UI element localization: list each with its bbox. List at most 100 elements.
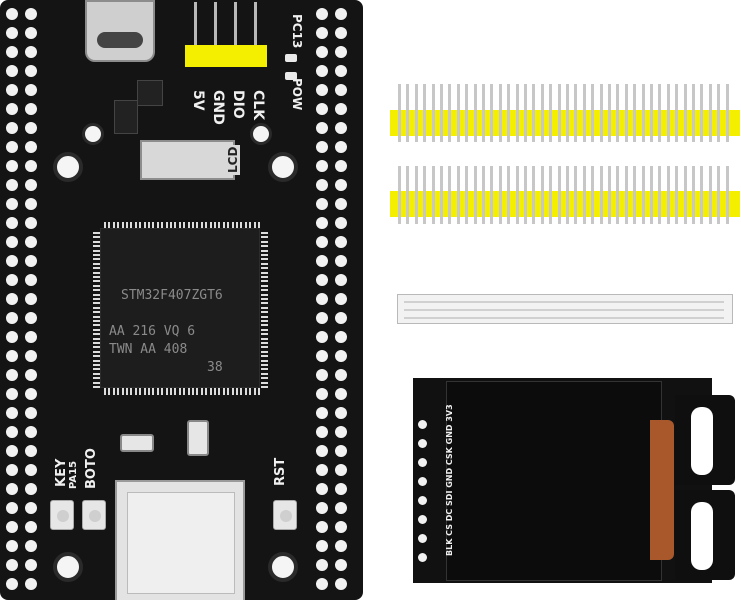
header-hole (316, 103, 328, 115)
header-hole (25, 84, 37, 96)
boot0-button[interactable] (82, 500, 106, 530)
chip-pin (143, 222, 146, 229)
lcd-pin-hole (418, 534, 427, 543)
chip-pin (261, 232, 268, 234)
chip-pin (121, 222, 124, 229)
header-hole (25, 255, 37, 267)
reset-button[interactable] (273, 500, 297, 530)
header-pin (549, 84, 553, 142)
chip-pin (156, 222, 159, 229)
header-pin (507, 84, 511, 142)
header-pin (591, 166, 595, 224)
chip-pin (104, 388, 106, 395)
header-pin (624, 166, 628, 224)
header-hole (335, 27, 347, 39)
header-pin (650, 84, 653, 142)
chip-pin (93, 254, 100, 256)
chip-pin (261, 262, 268, 265)
header-hole (6, 27, 18, 39)
chip-pin (93, 302, 100, 305)
chip-pin (214, 388, 216, 395)
header-hole (25, 27, 37, 39)
chip-pin (231, 222, 234, 229)
pin-header-strip-2 (390, 166, 740, 226)
header-pin (725, 84, 729, 142)
header-pin (515, 84, 519, 142)
header-hole (6, 217, 18, 229)
header-hole (335, 483, 347, 495)
header-pin (616, 84, 620, 142)
fpc-ribbon-cable (397, 294, 733, 324)
chip-pin (93, 328, 100, 331)
chip-pin (261, 368, 268, 371)
header-pin (540, 84, 544, 142)
header-pin (582, 166, 586, 224)
chip-pin (261, 346, 268, 349)
chip-pin (261, 276, 268, 278)
chip-pin (121, 388, 124, 395)
chip-pin (93, 381, 100, 384)
header-hole (335, 255, 347, 267)
chip-pin (261, 293, 268, 296)
header-hole (6, 388, 18, 400)
stm32-mcu-chip: STM32F407ZGT6 AA 216 VQ 6 TWN AA 408 38 (100, 228, 260, 388)
led-pow (285, 72, 297, 80)
header-hole (316, 198, 328, 210)
header-hole (335, 331, 347, 343)
header-hole (6, 179, 18, 191)
header-hole (6, 312, 18, 324)
key-button[interactable] (50, 500, 74, 530)
label-rst: RST (273, 457, 288, 486)
chip-pin (93, 289, 100, 292)
chip-pin (261, 289, 268, 292)
header-hole (316, 483, 328, 495)
chip-pin (152, 222, 155, 229)
header-pin (650, 166, 653, 224)
chip-pin (93, 355, 100, 358)
header-hole (335, 198, 347, 210)
header-hole (316, 65, 328, 77)
chip-pin (93, 311, 100, 314)
header-hole (6, 521, 18, 533)
label-dio: DIO (230, 90, 246, 119)
header-pin (675, 84, 679, 142)
chip-pin (261, 254, 268, 256)
mount-hole-top-right (268, 152, 298, 182)
header-pin (683, 166, 687, 224)
header-hole (335, 312, 347, 324)
header-hole (6, 198, 18, 210)
header-hole (25, 521, 37, 533)
chip-pin (261, 320, 268, 322)
header-pin (549, 166, 553, 224)
header-hole (316, 236, 328, 248)
header-hole (6, 122, 18, 134)
header-pin (692, 84, 695, 142)
chip-pin (244, 222, 247, 229)
chip-pin (227, 388, 230, 395)
chip-pin (139, 222, 142, 229)
chip-pin (178, 222, 181, 229)
header-hole (335, 521, 347, 533)
crystal (120, 434, 154, 452)
chip-pin (148, 222, 150, 229)
header-pin (700, 84, 704, 142)
header-hole (25, 179, 37, 191)
chip-pin (134, 388, 137, 395)
chip-part-number: STM32F407ZGT6 (121, 288, 223, 303)
chip-pin (134, 222, 137, 229)
header-hole (335, 141, 347, 153)
header-hole (335, 103, 347, 115)
header-pin (465, 84, 469, 142)
chip-pin (244, 388, 247, 395)
chip-pin (261, 284, 268, 287)
header-pin (566, 84, 569, 142)
header-hole (335, 559, 347, 571)
small-ic (137, 80, 163, 106)
micro-sd-slot (115, 480, 245, 600)
header-hole (316, 8, 328, 20)
header-pin (557, 166, 561, 224)
header-pin (490, 84, 494, 142)
chip-pin (143, 388, 146, 395)
chip-pin (93, 324, 100, 327)
header-pin (431, 84, 435, 142)
